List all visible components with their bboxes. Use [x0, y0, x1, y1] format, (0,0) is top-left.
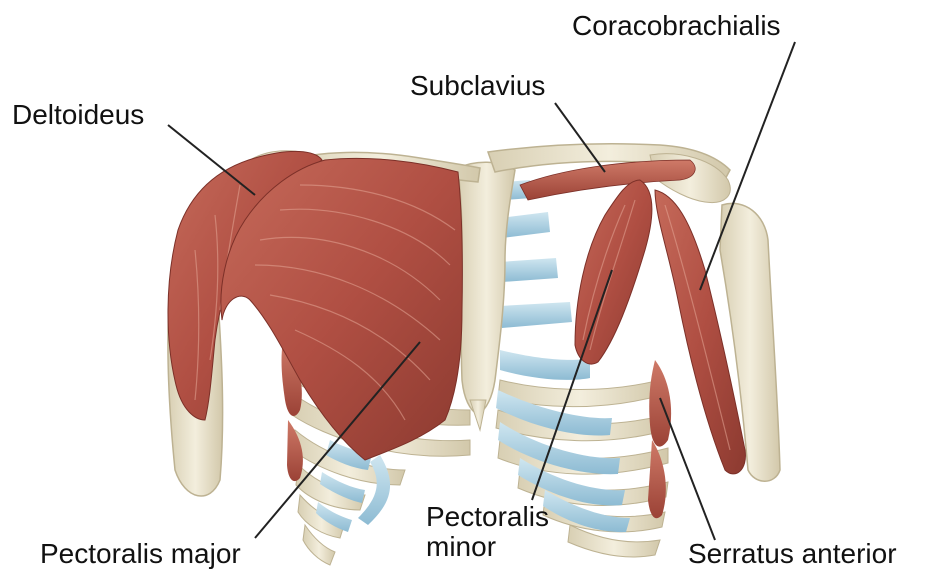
label-pectoralis-minor-line2: minor — [426, 532, 549, 562]
label-subclavius: Subclavius — [410, 71, 545, 101]
label-pectoralis-minor-line1: Pectoralis — [426, 502, 549, 532]
label-pectoralis-minor: Pectoralis minor — [426, 502, 549, 562]
label-serratus-anterior: Serratus anterior — [688, 539, 897, 569]
subclavius-muscle — [520, 160, 695, 200]
label-pectoralis-major: Pectoralis major — [40, 539, 241, 569]
label-deltoideus: Deltoideus — [12, 100, 144, 130]
pectoralis-minor-muscle — [575, 180, 652, 364]
leader-serratus-anterior — [660, 398, 715, 540]
pectoralis-major-muscle — [221, 158, 462, 460]
label-coracobrachialis: Coracobrachialis — [572, 11, 781, 41]
